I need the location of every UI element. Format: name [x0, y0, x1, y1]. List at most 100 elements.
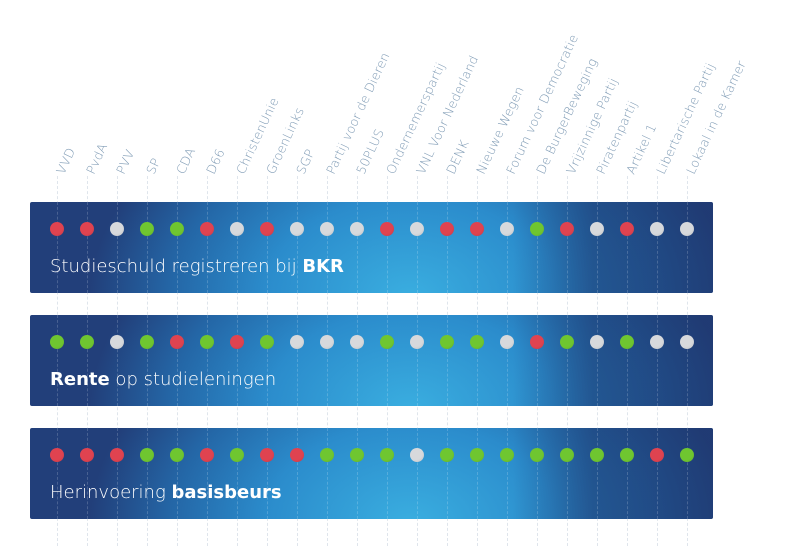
gridline	[447, 428, 448, 519]
gridline	[327, 202, 328, 293]
position-dot-unknown	[230, 222, 244, 236]
gridline	[597, 428, 598, 519]
position-dot-unknown	[410, 448, 424, 462]
title-bold-text: BKR	[302, 256, 344, 277]
position-dot-against	[260, 448, 274, 462]
gridline	[477, 428, 478, 519]
gridline	[537, 315, 538, 406]
gridline	[207, 428, 208, 519]
position-dot-against	[110, 448, 124, 462]
position-dot-unknown	[410, 222, 424, 236]
background-shade	[513, 202, 713, 293]
gridline	[387, 428, 388, 519]
gridline	[657, 202, 658, 293]
party-label: 50PLUS	[353, 126, 387, 177]
gridline	[147, 202, 148, 293]
position-dot-for	[620, 335, 634, 349]
position-dot-unknown	[680, 222, 694, 236]
background-shade	[513, 315, 713, 406]
gridline	[387, 202, 388, 293]
gridline	[627, 202, 628, 293]
gridline	[207, 315, 208, 406]
gridline	[507, 315, 508, 406]
gridline	[57, 315, 58, 406]
position-dot-against	[50, 448, 64, 462]
position-dot-for	[470, 448, 484, 462]
position-dot-against	[260, 222, 274, 236]
position-dot-for	[170, 222, 184, 236]
party-label: DENK	[443, 137, 472, 177]
gridline	[687, 428, 688, 519]
position-dot-unknown	[680, 335, 694, 349]
title-text: Herinvoering	[50, 482, 172, 503]
party-label: SP	[143, 155, 164, 177]
position-dot-unknown	[410, 335, 424, 349]
position-dot-unknown	[320, 222, 334, 236]
gridline	[177, 202, 178, 293]
gridline	[567, 428, 568, 519]
gridline	[627, 315, 628, 406]
position-dot-for	[560, 448, 574, 462]
gridline	[297, 202, 298, 293]
position-dot-against	[200, 222, 214, 236]
position-dot-for	[500, 448, 514, 462]
gridline	[657, 315, 658, 406]
gridline	[567, 315, 568, 406]
position-dot-unknown	[350, 335, 364, 349]
position-dot-unknown	[350, 222, 364, 236]
gridline	[237, 202, 238, 293]
gridline	[507, 202, 508, 293]
position-dot-for	[200, 335, 214, 349]
gridline	[87, 202, 88, 293]
position-dot-for	[530, 222, 544, 236]
gridline	[417, 428, 418, 519]
position-dot-for	[350, 448, 364, 462]
party-label: VVD	[53, 145, 79, 177]
gridline	[507, 428, 508, 519]
gridline	[147, 315, 148, 406]
position-dot-for	[440, 335, 454, 349]
position-dot-for	[440, 448, 454, 462]
gridline	[117, 428, 118, 519]
position-dot-unknown	[110, 335, 124, 349]
position-dot-for	[380, 335, 394, 349]
position-dot-against	[290, 448, 304, 462]
gridline	[297, 315, 298, 406]
gridline	[657, 428, 658, 519]
position-dot-against	[650, 448, 664, 462]
gridline	[177, 315, 178, 406]
position-dot-against	[80, 222, 94, 236]
position-dot-for	[380, 448, 394, 462]
position-dot-unknown	[500, 335, 514, 349]
party-label: CDA	[173, 145, 199, 177]
position-dot-for	[320, 448, 334, 462]
position-dot-against	[560, 222, 574, 236]
gridline	[177, 428, 178, 519]
gridline	[357, 428, 358, 519]
position-dot-unknown	[590, 335, 604, 349]
title-bold-text: basisbeurs	[171, 482, 282, 503]
position-dot-unknown	[320, 335, 334, 349]
gridline	[237, 428, 238, 519]
gridline	[57, 202, 58, 293]
gridline	[327, 428, 328, 519]
gridline	[627, 428, 628, 519]
topic-title: Rente op studieleningen	[50, 369, 276, 390]
position-dot-for	[80, 335, 94, 349]
gridline	[417, 315, 418, 406]
gridline	[477, 202, 478, 293]
gridline	[567, 202, 568, 293]
topic-title: Herinvoering basisbeurs	[50, 482, 282, 503]
position-dot-for	[140, 448, 154, 462]
position-dot-for	[140, 335, 154, 349]
gridline	[207, 202, 208, 293]
topic-row: Rente op studieleningen	[30, 315, 713, 406]
gridline	[687, 315, 688, 406]
gridline	[117, 202, 118, 293]
position-dot-unknown	[290, 335, 304, 349]
gridline	[597, 315, 598, 406]
topic-row: Herinvoering basisbeurs	[30, 428, 713, 519]
position-dot-unknown	[500, 222, 514, 236]
gridline	[117, 315, 118, 406]
party-label: PVV	[113, 147, 138, 177]
